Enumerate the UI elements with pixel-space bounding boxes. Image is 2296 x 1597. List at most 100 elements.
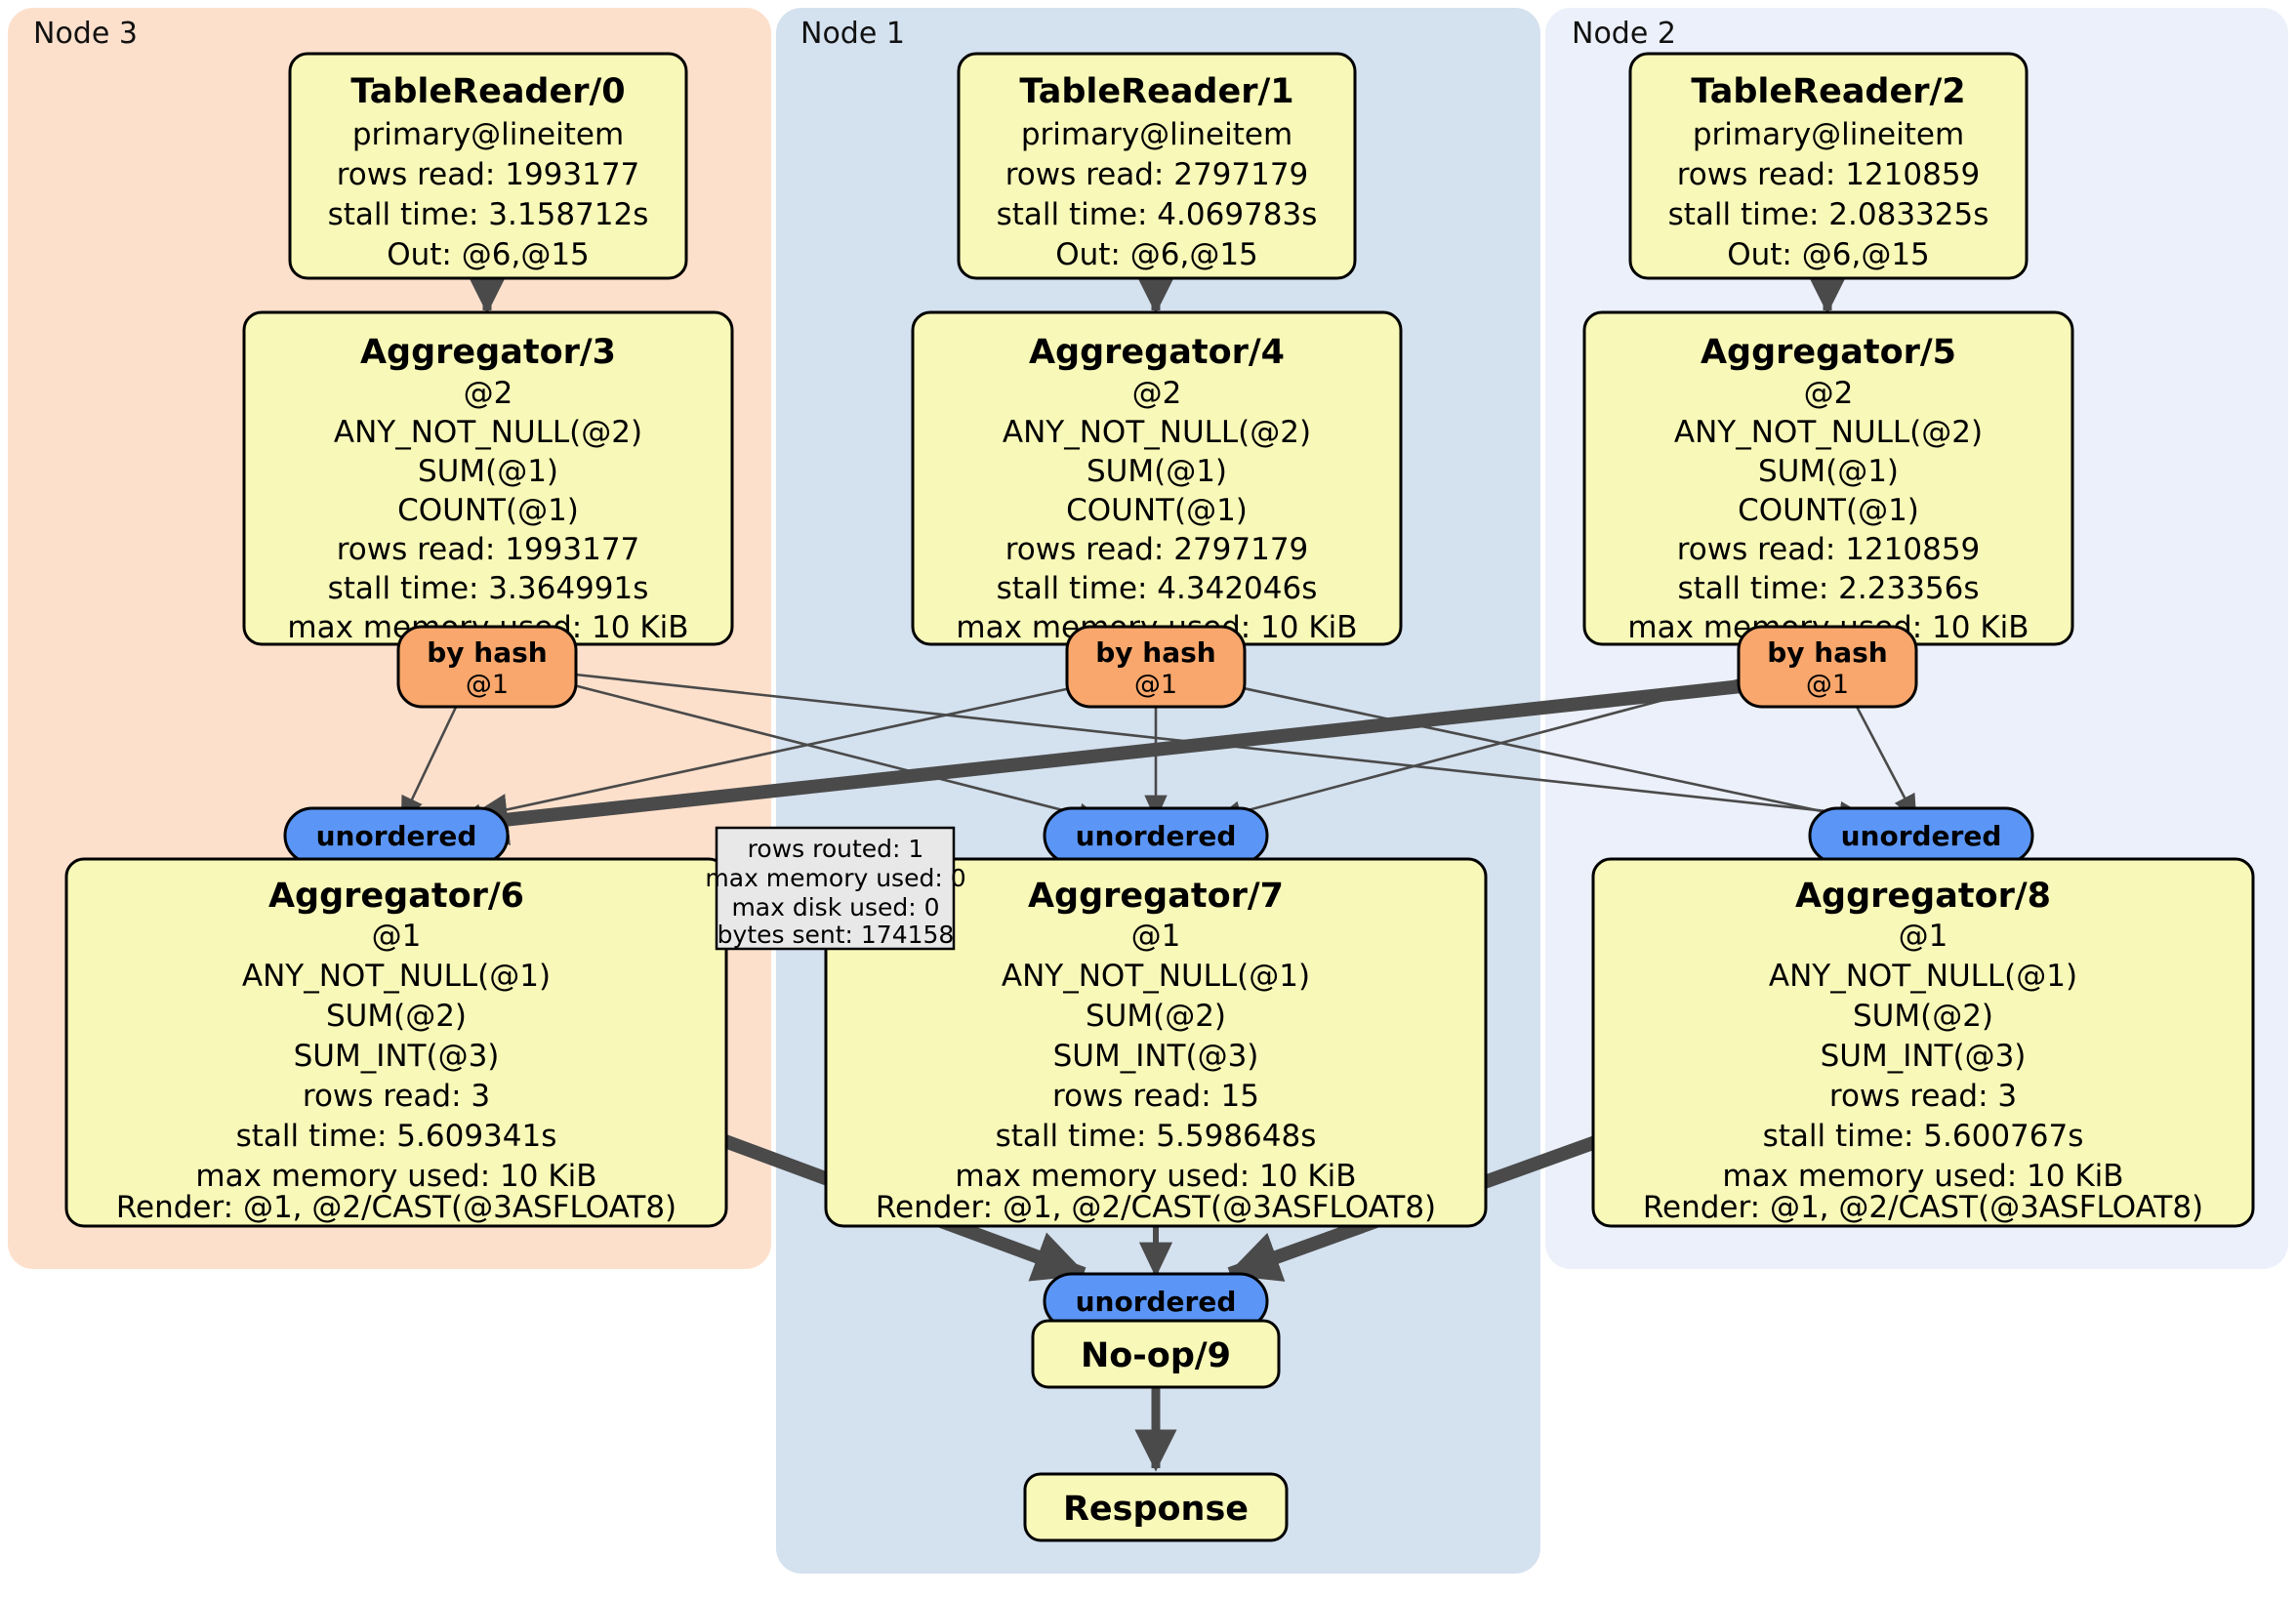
pill-unordered-7[interactable]: unordered [1043,806,1269,865]
edge-hash3-to-unordered7 [565,681,1104,826]
node-table-reader-1-line-1: rows read: 2797179 [1005,157,1309,192]
node-aggregator-6-line-5: stall time: 5.609341s [236,1119,557,1154]
pill-unordered-6[interactable]: unordered [283,806,510,865]
node-response-box[interactable] [1023,1472,1289,1542]
node-aggregator-4-line-0: @2 [1132,376,1182,411]
node-aggregator-8-line-3: SUM_INT(@3) [1821,1039,2027,1074]
pill-by-hash-5-sub: @1 [1806,670,1849,700]
node-aggregator-8-line-0: @1 [1899,919,1948,954]
node-table-reader-2-box[interactable] [1628,52,2029,280]
node-table-reader-0-line-0: primary@lineitem [352,117,624,152]
node-table-reader-1-box[interactable] [957,52,1357,280]
edge-stats-tooltip: rows routed: 1 max memory used: 0 max di… [705,826,966,951]
node-aggregator-6-line-7: Render: @1, @2/CAST(@3ASFLOAT8) [116,1190,676,1225]
node-table-reader-0-title: TableReader/0 [350,72,625,111]
node-aggregator-7[interactable]: Aggregator/7 @1 ANY_NOT_NULL(@1) SUM(@2)… [824,857,1488,1228]
edge-hash3-to-unordered6 [400,700,461,823]
node-aggregator-4-title: Aggregator/4 [1029,333,1285,372]
edge-hash5-to-unordered7 [1215,672,1764,824]
node-aggregator-3[interactable]: Aggregator/3 @2 ANY_NOT_NULL(@2) SUM(@1)… [242,310,734,646]
node-aggregator-5[interactable]: Aggregator/5 @2 ANY_NOT_NULL(@2) SUM(@1)… [1582,310,2074,646]
node-aggregator-4-line-4: rows read: 2797179 [1005,532,1309,567]
node-response[interactable]: Response [1023,1472,1289,1542]
edge-hash5-to-unordered8 [1853,702,1917,821]
pill-by-hash-3[interactable]: by hash @1 [396,625,578,709]
node-aggregator-5-line-5: stall time: 2.23356s [1677,571,1979,606]
node-table-reader-1-line-2: stall time: 4.069783s [997,197,1318,232]
pill-by-hash-5-shape[interactable] [1737,625,1918,709]
node-aggregator-8-title: Aggregator/8 [1795,877,2051,916]
node-aggregator-8-line-6: max memory used: 10 KiB [1722,1159,2123,1194]
pill-unordered-8[interactable]: unordered [1808,806,2034,865]
node-table-reader-2-line-1: rows read: 1210859 [1677,157,1981,192]
node-noop-9[interactable]: No-op/9 [1031,1319,1281,1389]
pill-by-hash-4-shape[interactable] [1065,625,1247,709]
pill-unordered-6-label: unordered [316,820,477,852]
node-aggregator-7-line-0: @1 [1131,919,1181,954]
pill-unordered-9[interactable]: unordered [1043,1272,1269,1331]
edge-hash5-to-unordered6-highlighted [454,676,1770,846]
node-table-reader-0-line-1: rows read: 1993177 [337,157,640,192]
pill-by-hash-5[interactable]: by hash @1 [1737,625,1918,709]
node-aggregator-7-line-6: max memory used: 10 KiB [955,1159,1356,1194]
node-aggregator-3-line-5: stall time: 3.364991s [328,571,649,606]
node-aggregator-6[interactable]: Aggregator/6 @1 ANY_NOT_NULL(@1) SUM(@2)… [64,857,728,1228]
node-noop-9-box[interactable] [1031,1319,1281,1389]
node-aggregator-7-line-4: rows read: 15 [1052,1079,1259,1114]
cluster-node-3-label: Node 3 [33,17,138,51]
edge-stats-line-2: max disk used: 0 [731,893,939,921]
node-aggregator-5-title: Aggregator/5 [1701,333,1956,372]
node-table-reader-1[interactable]: TableReader/1 primary@lineitem rows read… [957,52,1357,280]
node-aggregator-3-line-2: SUM(@1) [418,454,558,489]
node-aggregator-7-title: Aggregator/7 [1028,877,1284,916]
node-aggregator-4-line-2: SUM(@1) [1086,454,1227,489]
node-aggregator-3-line-0: @2 [464,376,513,411]
pill-unordered-9-label: unordered [1076,1286,1237,1318]
cluster-node-1-label: Node 1 [800,17,905,51]
pill-by-hash-3-shape[interactable] [396,625,578,709]
node-aggregator-8-line-4: rows read: 3 [1829,1079,2017,1114]
node-table-reader-0-line-2: stall time: 3.158712s [328,197,649,232]
node-response-title: Response [1063,1490,1249,1529]
node-table-reader-0[interactable]: TableReader/0 primary@lineitem rows read… [288,52,688,280]
node-aggregator-3-line-4: rows read: 1993177 [337,532,640,567]
node-aggregator-6-line-4: rows read: 3 [303,1079,490,1114]
edge-stats-tooltip-box [715,826,956,951]
node-aggregator-4-line-3: COUNT(@1) [1066,493,1248,528]
node-aggregator-5-line-4: rows read: 1210859 [1677,532,1981,567]
node-table-reader-0-line-3: Out: @6,@15 [387,237,590,272]
node-table-reader-2-line-0: primary@lineitem [1693,117,1964,152]
node-aggregator-5-line-1: ANY_NOT_NULL(@2) [1674,415,1983,450]
node-aggregator-5-line-2: SUM(@1) [1758,454,1899,489]
node-aggregator-8[interactable]: Aggregator/8 @1 ANY_NOT_NULL(@1) SUM(@2)… [1591,857,2255,1228]
node-aggregator-6-line-2: SUM(@2) [326,999,467,1034]
node-aggregator-8-line-2: SUM(@2) [1853,999,1993,1034]
node-table-reader-1-line-3: Out: @6,@15 [1055,237,1258,272]
node-aggregator-3-title: Aggregator/3 [360,333,616,372]
node-aggregator-6-line-6: max memory used: 10 KiB [195,1159,596,1194]
node-aggregator-6-box[interactable] [64,857,728,1228]
node-aggregator-7-box[interactable] [824,857,1488,1228]
node-aggregator-8-line-5: stall time: 5.600767s [1763,1119,2084,1154]
node-aggregator-6-line-3: SUM_INT(@3) [294,1039,500,1074]
node-aggregator-7-line-1: ANY_NOT_NULL(@1) [1002,959,1310,994]
node-aggregator-4-line-1: ANY_NOT_NULL(@2) [1003,415,1311,450]
node-aggregator-5-line-0: @2 [1804,376,1854,411]
node-aggregator-6-title: Aggregator/6 [268,877,524,916]
pill-by-hash-4[interactable]: by hash @1 [1065,625,1247,709]
node-aggregator-3-line-3: COUNT(@1) [397,493,579,528]
node-table-reader-0-box[interactable] [288,52,688,280]
node-aggregator-6-line-0: @1 [372,919,422,954]
node-aggregator-7-line-5: stall time: 5.598648s [996,1119,1317,1154]
node-aggregator-8-box[interactable] [1591,857,2255,1228]
edge-stats-line-3: bytes sent: 174158 [718,921,955,949]
node-aggregator-6-line-1: ANY_NOT_NULL(@1) [242,959,551,994]
node-aggregator-4[interactable]: Aggregator/4 @2 ANY_NOT_NULL(@2) SUM(@1)… [911,310,1403,646]
node-table-reader-2[interactable]: TableReader/2 primary@lineitem rows read… [1628,52,2029,280]
node-aggregator-3-line-1: ANY_NOT_NULL(@2) [334,415,642,450]
edge-stats-line-0: rows routed: 1 [748,835,924,863]
cluster-node-2-label: Node 2 [1572,17,1676,51]
node-aggregator-7-line-7: Render: @1, @2/CAST(@3ASFLOAT8) [876,1190,1436,1225]
node-aggregator-8-line-7: Render: @1, @2/CAST(@3ASFLOAT8) [1643,1190,2203,1225]
